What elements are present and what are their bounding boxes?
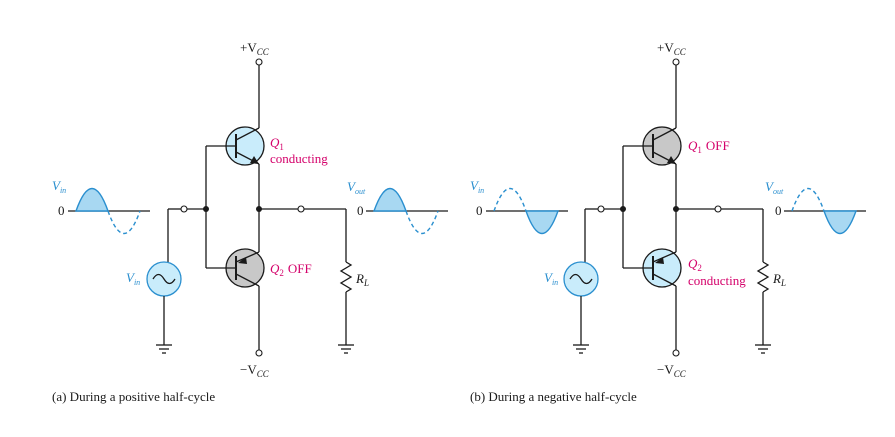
panel-a-q1-transistor <box>206 126 265 166</box>
panel-b-load-resistor <box>756 261 770 293</box>
panel-b-load-ground-icon <box>755 344 771 354</box>
panel-a-load-ground-icon <box>338 344 354 354</box>
panel-b-q2-transistor <box>623 248 682 288</box>
panel-a-q1-state: conducting <box>270 151 328 166</box>
panel-b-vout-zero-label: 0 <box>775 203 782 218</box>
panel-b-input-terminal <box>597 205 605 213</box>
panel-a-vin-waveform: Vin 0 <box>52 178 150 234</box>
panel-b-q2-state: conducting <box>688 273 746 288</box>
panel-a-vout-waveform-label: Vout <box>347 179 366 196</box>
panel-b-vin-zero-label: 0 <box>476 203 483 218</box>
panel-b-vcc-neg-terminal <box>672 349 680 357</box>
panel-b-output-terminal <box>714 205 722 213</box>
panel-a-vin-zero-label: 0 <box>58 203 65 218</box>
panel-b-vcc-pos-terminal <box>672 58 680 66</box>
panel-a-source-ground-icon <box>156 344 172 354</box>
panel-b-vcc-neg-label: −VCC <box>657 362 687 379</box>
panel-a-q1-label: Q1 <box>270 135 284 152</box>
panel-b-vin-waveform-label: Vin <box>470 178 484 195</box>
panel-a-rl-label: RL <box>355 271 369 288</box>
panel-a-vcc-neg-terminal <box>255 349 263 357</box>
panel-b-vcc-pos-label: +VCC <box>657 40 687 57</box>
panel-a-vin-source-label: Vin <box>126 270 140 287</box>
panel-a-vcc-pos-terminal <box>255 58 263 66</box>
panel-b-caption: (b) During a negative half-cycle <box>470 389 637 404</box>
panel-b-vout-waveform-label: Vout <box>765 179 784 196</box>
panel-a-vcc-neg-label: −VCC <box>240 362 270 379</box>
panel-b-q2-label: Q2 <box>688 256 702 273</box>
panel-b-vin-source-label: Vin <box>544 270 558 287</box>
panel-b-vin-source <box>563 261 599 297</box>
panel-a-vout-zero-label: 0 <box>357 203 364 218</box>
panel-a-vcc-pos-label: +VCC <box>240 40 270 57</box>
panel-b-vin-waveform: Vin 0 <box>470 178 568 234</box>
panel-a-vin-source <box>146 261 182 297</box>
panel-a-input-terminal <box>180 205 188 213</box>
panel-a-vout-waveform: Vout 0 <box>347 179 448 234</box>
panel-a-q2-transistor <box>206 248 265 288</box>
panel-a-caption: (a) During a positive half-cycle <box>52 389 215 404</box>
panel-a-output-terminal <box>297 205 305 213</box>
panel-b-vout-waveform: Vout 0 <box>765 179 866 234</box>
panel-b-rl-label: RL <box>772 271 786 288</box>
panel-a-load-resistor <box>339 261 353 293</box>
panel-b-q1-transistor <box>623 126 682 166</box>
panel-b-source-ground-icon <box>573 344 589 354</box>
panel-a-vin-waveform-label: Vin <box>52 178 66 195</box>
